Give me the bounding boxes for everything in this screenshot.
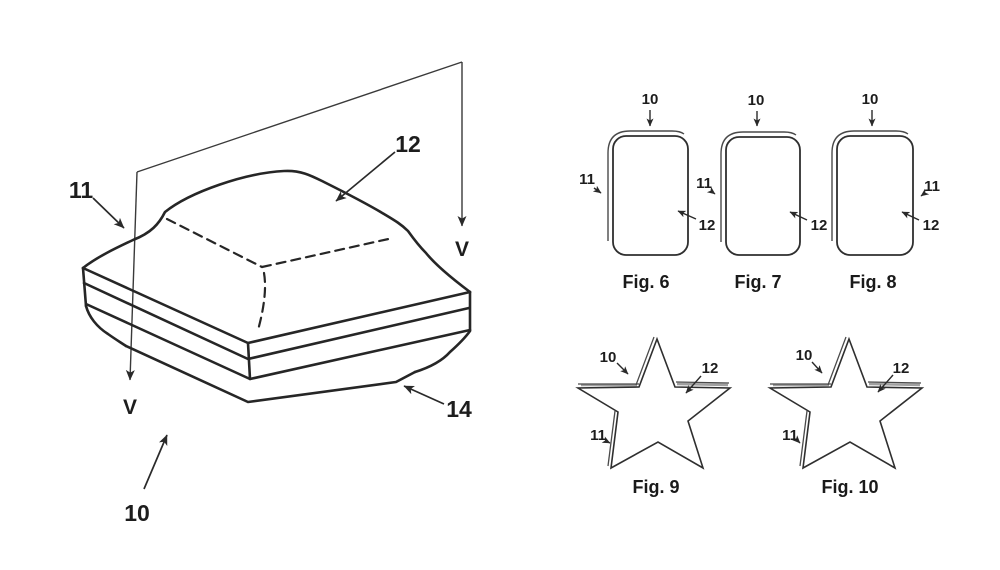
fig8-layer-accent <box>831 130 909 241</box>
fig8-leader-11 <box>920 188 930 197</box>
section-plane-top-edge <box>136 61 463 173</box>
fig10-leader-10 <box>811 361 823 374</box>
fig8-label-11: 11 <box>924 178 940 195</box>
fig9-label-11: 11 <box>590 427 606 444</box>
fig9-leader-12 <box>685 375 702 394</box>
bottom-rim <box>124 344 417 404</box>
slab-top-edge <box>81 266 472 345</box>
fig7-outline <box>725 136 801 256</box>
fig6-caption: Fig. 6 <box>622 272 669 292</box>
section-label-top: V <box>455 238 469 261</box>
fig9-accent-arm-top-right <box>675 381 730 384</box>
fig6-outline <box>612 135 689 256</box>
fig9-label-10: 10 <box>600 349 617 366</box>
label-12: 12 <box>395 131 421 157</box>
section-plane: V V <box>123 61 469 419</box>
fig10-label-12: 12 <box>893 360 910 377</box>
hidden-edges <box>165 217 395 332</box>
figure-10: 10 12 11 Fig. 10 <box>767 336 925 497</box>
main-figure-labels: 11 12 14 10 <box>69 131 472 526</box>
figure-8: 10 11 12 Fig. 8 <box>831 91 940 292</box>
hidden-edge-right <box>260 236 395 269</box>
fig7-caption: Fig. 7 <box>734 272 781 292</box>
fig7-label-12: 12 <box>811 217 828 234</box>
fig10-caption: Fig. 10 <box>821 477 878 497</box>
label-11: 11 <box>69 177 94 203</box>
fig9-leader-10 <box>616 362 629 375</box>
fig7-leader-11 <box>706 186 716 195</box>
fig10-accent-apex-left <box>827 336 847 386</box>
skirt-right-curve <box>413 329 472 374</box>
fig6-label-11: 11 <box>579 171 595 188</box>
fig9-caption: Fig. 9 <box>632 477 679 497</box>
slab-bottom-layer-line <box>84 302 472 381</box>
fig10-leader-11 <box>792 435 801 444</box>
object-outline <box>81 169 472 404</box>
leader-11 <box>92 197 125 229</box>
fig6-leader-12 <box>677 210 697 220</box>
fig10-label-10: 10 <box>796 347 813 364</box>
hidden-edge-left <box>165 217 264 269</box>
fig7-label-11: 11 <box>696 175 712 192</box>
fig9-leader-11 <box>601 436 611 444</box>
fig10-leader-12 <box>877 374 894 393</box>
fig10-label-11: 11 <box>782 427 798 444</box>
fig9-label-12: 12 <box>702 360 719 377</box>
section-label-bottom: V <box>123 396 137 419</box>
label-14: 14 <box>446 396 472 422</box>
fig9-outline <box>575 336 733 470</box>
fig8-caption: Fig. 8 <box>849 272 896 292</box>
figure-7: 10 11 12 Fig. 7 <box>696 92 827 292</box>
slab-left-end-edge <box>81 266 88 308</box>
fig6-label-12: 12 <box>699 217 716 234</box>
fig9-edge-gray-right <box>676 382 729 387</box>
leader-10 <box>143 434 168 490</box>
figure-9: 10 12 11 Fig. 9 <box>575 336 733 497</box>
fig6-label-10: 10 <box>642 91 659 108</box>
fig8-leader-12 <box>901 211 920 221</box>
fig10-accent-arm-top-right <box>867 381 922 384</box>
label-10: 10 <box>124 500 150 526</box>
leader-12 <box>335 151 396 202</box>
fig8-outline <box>836 135 914 256</box>
slab-front-corner-edge <box>246 341 252 381</box>
fig8-label-10: 10 <box>862 91 879 108</box>
leader-14 <box>403 385 445 405</box>
skirt-left-curve <box>84 304 128 348</box>
fig6-layer-accent <box>607 130 685 241</box>
fig9-accent-apex-left <box>635 336 655 386</box>
fig9-accent-leg-left <box>607 410 616 467</box>
fig10-accent-leg-left <box>799 410 808 467</box>
main-figure: V V 11 <box>69 61 472 526</box>
fig10-edge-gray-right <box>868 382 921 387</box>
section-arrow-left <box>125 171 138 381</box>
fig7-label-10: 10 <box>748 92 765 109</box>
dome-outline <box>81 169 472 294</box>
fig7-layer-accent <box>720 131 797 242</box>
fig10-outline <box>767 336 925 470</box>
fig7-leader-12 <box>789 211 808 221</box>
fig8-label-12: 12 <box>923 217 940 234</box>
fig6-leader-11 <box>592 185 602 194</box>
hidden-edge-front <box>256 271 267 332</box>
figure-6: 10 11 12 Fig. 6 <box>579 91 715 292</box>
